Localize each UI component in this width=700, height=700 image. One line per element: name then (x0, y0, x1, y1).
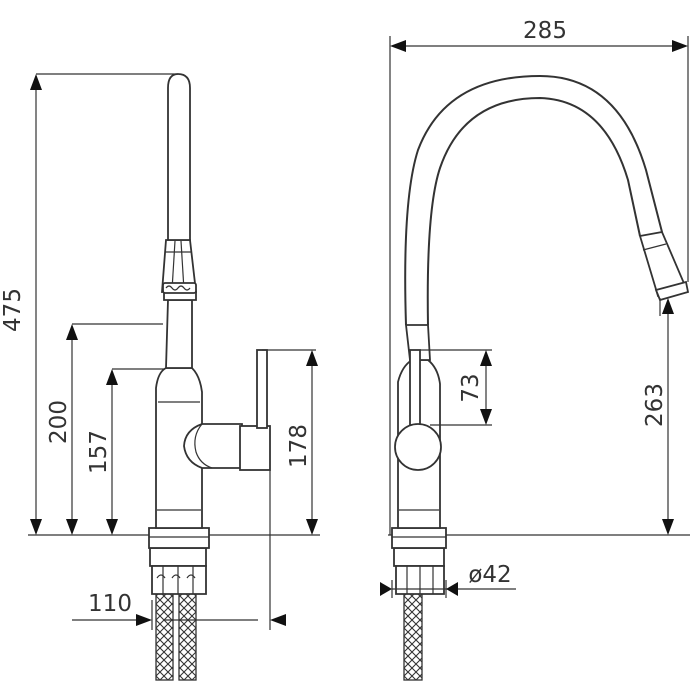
dimension-285-label: 285 (523, 18, 567, 44)
lever-handle (256, 349, 268, 429)
dimension-200-label: 200 (46, 400, 72, 444)
pullout-nozzle (654, 280, 690, 302)
front-view: 285 73 263 ø42 (380, 18, 690, 681)
dimension-285: 285 (389, 18, 689, 535)
hose-right (178, 591, 197, 681)
hose-front (403, 591, 423, 681)
dimension-110-label: 110 (88, 591, 132, 617)
dimension-475-label: 475 (0, 288, 26, 332)
mounting-ring (149, 547, 207, 567)
lever-cap (239, 425, 271, 471)
dimension-diameter-label: ø42 (468, 562, 511, 588)
dimension-475: 475 (0, 73, 178, 535)
lever-handle-front (409, 349, 421, 429)
gooseneck-outer (404, 74, 663, 326)
hose-left (155, 591, 174, 681)
dimension-157: 157 (86, 368, 165, 535)
dimension-178: 178 (262, 349, 318, 535)
dimension-263: 263 (642, 298, 674, 535)
mounting-nut (151, 565, 207, 595)
spout-neck (165, 299, 193, 369)
side-view: 475 200 157 178 (0, 73, 320, 681)
dimension-73: 73 (420, 349, 492, 426)
dimension-73-label: 73 (458, 373, 484, 402)
dimension-178-label: 178 (286, 424, 312, 468)
aerator-nozzle (162, 282, 197, 294)
dimension-110: 110 (72, 470, 286, 630)
dimension-157-label: 157 (86, 430, 112, 474)
base-flange (148, 527, 210, 549)
dimension-diameter: ø42 (380, 562, 516, 598)
gooseneck-inner (426, 96, 641, 326)
base-flange-front (391, 527, 447, 549)
lever-knob (394, 423, 442, 471)
dimension-200: 200 (46, 323, 163, 535)
dimension-263-label: 263 (642, 383, 668, 427)
spout-tube (167, 73, 191, 241)
lever-hub (183, 423, 243, 469)
mounting-ring-front (393, 547, 445, 567)
